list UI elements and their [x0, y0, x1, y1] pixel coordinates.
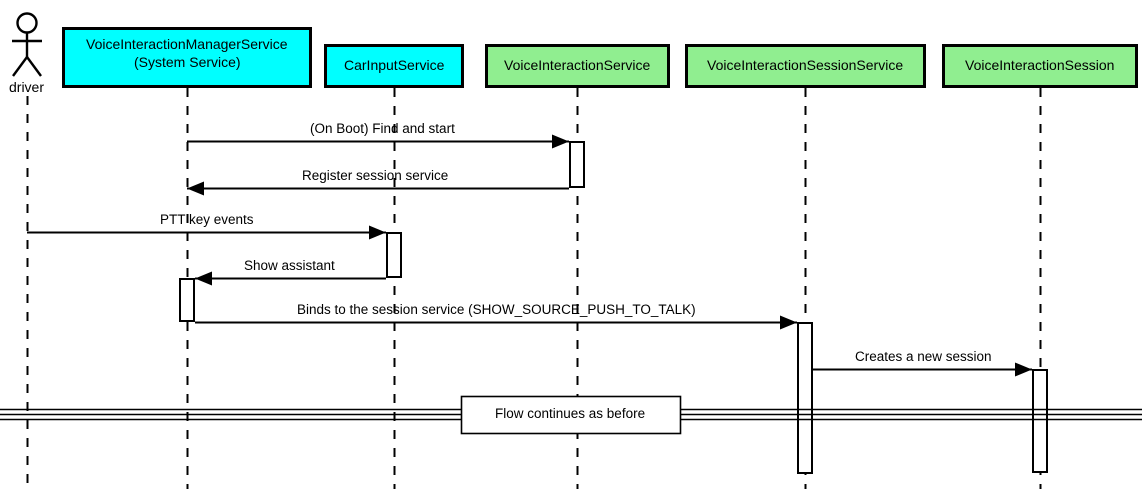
activation-bar-cis: [386, 232, 402, 278]
message-arrowhead: [1015, 362, 1032, 377]
message-3[interactable]: [195, 271, 386, 286]
message-label-2: PTT key events: [160, 212, 254, 227]
activation-bar-vis: [569, 141, 585, 188]
activation-bar-vsession: [1032, 369, 1048, 473]
message-label-0: (On Boot) Find and start: [310, 121, 455, 136]
actor-label-driver: driver: [9, 79, 45, 95]
message-arrowhead: [780, 315, 797, 330]
actor-driver: [12, 12, 42, 77]
message-label-3: Show assistant: [244, 258, 335, 273]
message-arrowhead: [369, 225, 386, 240]
activation-bar-vims: [179, 278, 195, 322]
note-label-text: Flow continues as before: [495, 406, 646, 421]
actor-limb-2: [12, 56, 28, 77]
message-0[interactable]: [187, 134, 569, 149]
message-label-5: Creates a new session: [855, 349, 992, 364]
actor-head-icon: [16, 12, 38, 34]
message-arrowhead: [552, 134, 569, 149]
participant-box-vis[interactable]: [485, 44, 670, 88]
participant-box-vsession[interactable]: [942, 44, 1138, 88]
message-arrowhead: [187, 181, 204, 196]
activation-bar-viss: [797, 322, 813, 474]
note-box[interactable]: [460, 395, 682, 435]
message-arrowhead: [195, 271, 212, 286]
message-label-1: Register session service: [302, 168, 449, 183]
participant-box-cis[interactable]: [324, 44, 464, 88]
participant-box-vims[interactable]: [62, 27, 312, 88]
message-2[interactable]: [27, 225, 386, 240]
participant-box-viss[interactable]: [685, 44, 926, 88]
message-4[interactable]: [195, 315, 797, 330]
message-5[interactable]: [813, 362, 1032, 377]
message-1[interactable]: [187, 181, 569, 196]
actor-limb-3: [26, 56, 42, 77]
message-label-4: Binds to the session service (SHOW_SOURC…: [297, 302, 696, 317]
